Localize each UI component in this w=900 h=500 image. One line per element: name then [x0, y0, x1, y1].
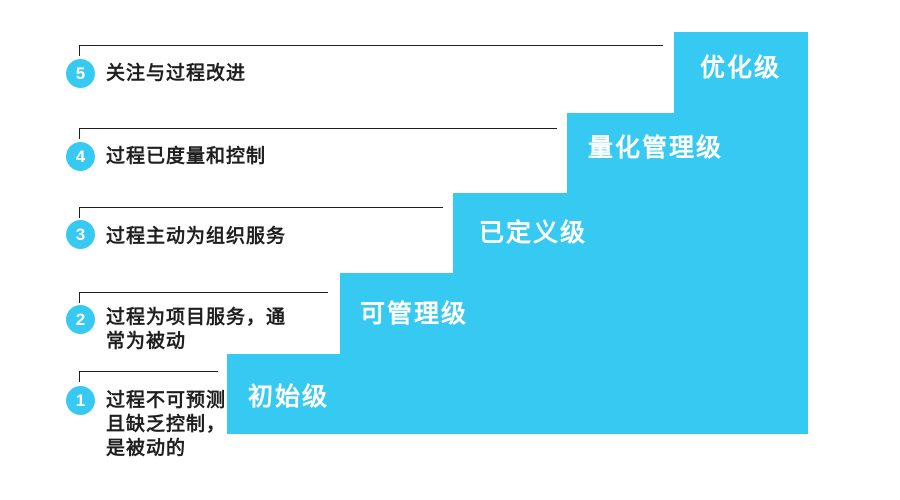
level-3-description: 过程主动为组织服务 [106, 225, 286, 249]
description-line: 过程为项目服务，通 [106, 307, 287, 328]
description-line: 是被动的 [106, 438, 187, 459]
level-5-badge: 5 [66, 59, 95, 88]
step-label-initial: 初始级 [248, 383, 330, 411]
level-2-badge: 2 [66, 305, 95, 334]
level-1-description: 过程不可预测 且缺乏控制， 是被动的 [106, 389, 226, 461]
level-5-connector-line [79, 45, 663, 56]
level-2-connector-line [79, 292, 328, 303]
level-4-description: 过程已度量和控制 [106, 145, 266, 169]
description-line: 过程不可预测 [106, 390, 227, 411]
description-line: 关注与过程改进 [106, 63, 247, 84]
level-3-badge: 3 [66, 220, 95, 249]
step-optimizing [674, 32, 808, 434]
step-label-defined: 已定义级 [479, 219, 588, 247]
step-label-quantitatively-managed: 量化管理级 [588, 134, 724, 162]
description-line: 过程主动为组织服务 [106, 226, 287, 247]
description-line: 且缺乏控制， [106, 414, 227, 435]
step-label-optimizing: 优化级 [700, 54, 782, 82]
level-1-badge: 1 [66, 386, 95, 415]
level-4-badge: 4 [66, 142, 95, 171]
step-label-managed: 可管理级 [360, 300, 469, 328]
level-3-connector-line [79, 207, 443, 218]
description-line: 过程已度量和控制 [106, 146, 267, 167]
level-4-connector-line [79, 128, 557, 139]
level-1-connector-line [79, 371, 218, 382]
description-line: 常为被动 [106, 331, 187, 352]
level-2-description: 过程为项目服务，通 常为被动 [106, 306, 286, 354]
level-5-description: 关注与过程改进 [106, 62, 246, 86]
